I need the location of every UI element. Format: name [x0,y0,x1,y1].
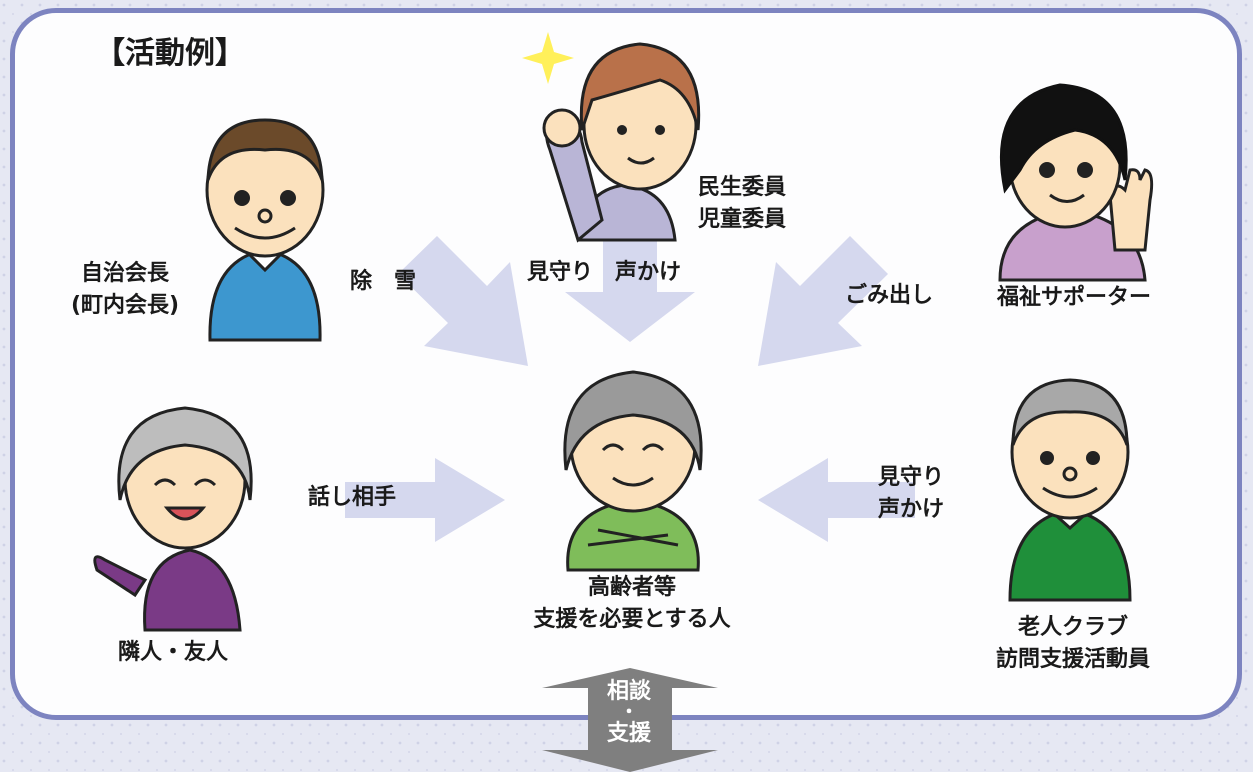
senior-club-label: 老人クラブ 訪問支援活動員 [968,612,1178,676]
chairman-line2: (町内会長) [70,293,180,318]
elderly-line2: 支援を必要とする人 [533,607,731,632]
welfare-commissioner-figure [522,32,701,243]
senior-club-figure [1008,378,1132,602]
senior-club-line1: 老人クラブ [1017,615,1128,640]
welfare-commissioner-line2: 児童委員 [698,207,787,232]
arrow-right [758,458,915,542]
page-title: 【活動例】 [95,36,245,71]
activity-talk: 話し相手 [308,485,397,510]
arrow-upper-left [398,236,528,366]
support-text: 支援 [606,721,651,746]
dot-text: ・ [620,702,638,723]
senior-club-line2: 訪問支援活動員 [995,647,1150,672]
neighbor-label: 隣人・友人 [118,640,229,665]
activity-watch-right: 見守り 声かけ [878,462,944,526]
elderly-line1: 高齢者等 [587,575,676,600]
arrow-upper-right [758,236,888,366]
activity-watch-right-1: 見守り [878,465,945,490]
activity-watch-top: 見守り 声かけ [527,260,682,285]
activity-watch-right-2: 声かけ [878,497,945,522]
consult-text: 相談 [606,679,651,704]
arrow-top [565,240,695,342]
elderly-person-figure [563,370,703,572]
welfare-supporter-figure [998,83,1154,282]
welfare-supporter-label: 福祉サポーター [997,285,1152,310]
welfare-commissioner-label: 民生委員 児童委員 [698,172,786,236]
neighbor-figure [93,406,253,632]
elderly-person-label: 高齢者等 支援を必要とする人 [500,572,764,636]
chairman-line1: 自治会長 [80,261,169,286]
welfare-commissioner-line1: 民生委員 [698,175,787,200]
arrow-left [345,458,505,542]
chairman-label: 自治会長 (町内会長) [50,258,200,322]
consult-support-arrow [542,668,718,772]
activity-garbage: ごみ出し [845,283,934,308]
activity-snow: 除 雪 [350,269,417,294]
consult-support-label: 相談 ・ 支援 [585,678,673,748]
chairman-figure [205,118,325,342]
